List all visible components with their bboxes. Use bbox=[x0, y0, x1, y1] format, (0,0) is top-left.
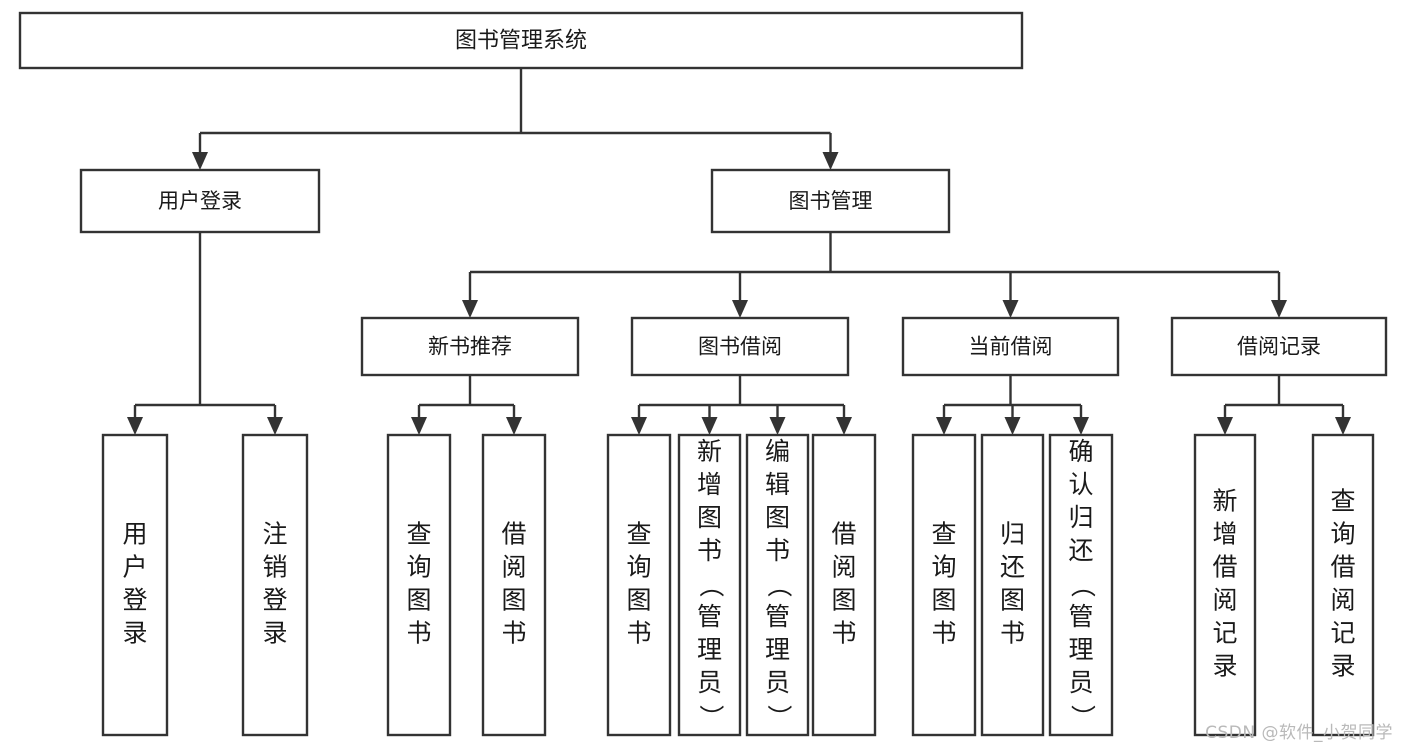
node-new-book-recommend[interactable]: 新书推荐 bbox=[360, 316, 580, 377]
node-label: 当前借阅 bbox=[969, 335, 1053, 359]
node-book-borrow[interactable]: 图书借阅 bbox=[630, 316, 850, 377]
node-book-manage[interactable]: 图书管理 bbox=[710, 168, 951, 234]
node-label: 图书借阅 bbox=[698, 335, 782, 359]
node-root[interactable]: 图书管理系统 bbox=[18, 11, 1024, 70]
node-label: 图书管理 bbox=[789, 189, 873, 213]
node-label: 借阅记录 bbox=[1237, 335, 1321, 359]
watermark-text: CSDN @软件_小贺同学 bbox=[1205, 723, 1393, 743]
node-borrow-record[interactable]: 借阅记录 bbox=[1170, 316, 1388, 377]
node-user-login[interactable]: 用户登录 bbox=[79, 168, 321, 234]
nodes-layer: 图书管理系统用户登录图书管理新书推荐图书借阅当前借阅借阅记录用户登录注销登录查询… bbox=[18, 11, 1388, 737]
connectors-layer bbox=[127, 68, 1351, 435]
node-current-borrow[interactable]: 当前借阅 bbox=[901, 316, 1120, 377]
node-label: 图书管理系统 bbox=[455, 29, 587, 54]
node-leaf-user-login[interactable]: 用户登录 bbox=[101, 433, 169, 737]
node-label: 用户登录 bbox=[158, 189, 242, 213]
node-label: 新书推荐 bbox=[428, 335, 512, 359]
